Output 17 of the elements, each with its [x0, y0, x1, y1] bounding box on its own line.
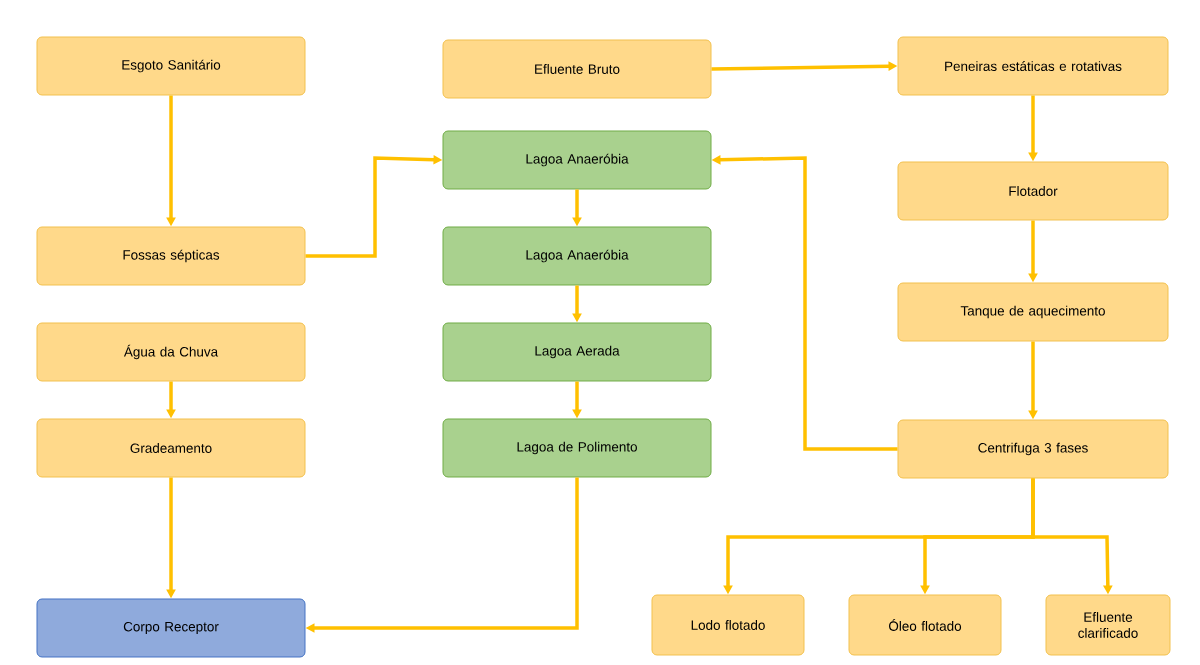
receiver-box: Corpo Receptor — [36, 598, 306, 658]
process-box: Óleo flotado — [848, 594, 1002, 656]
process-box: Flotador — [897, 161, 1169, 221]
lagoon-box: Lagoa de Polimento — [442, 418, 712, 478]
process-box: Esgoto Sanitário — [36, 36, 306, 96]
process-box: Efluente Bruto — [442, 39, 712, 99]
lagoon-box: Lagoa Anaeróbia — [442, 130, 712, 190]
lagoon-box: Lagoa Aerada — [442, 322, 712, 382]
process-box: Gradeamento — [36, 418, 306, 478]
process-box: Água da Chuva — [36, 322, 306, 382]
process-box: Peneiras estáticas e rotativas — [897, 36, 1169, 96]
process-box: Centrifuga 3 fases — [897, 419, 1169, 479]
process-box: Efluente clarificado — [1045, 594, 1171, 656]
lagoon-box: Lagoa Anaeróbia — [442, 226, 712, 286]
process-box: Fossas sépticas — [36, 226, 306, 286]
process-box: Tanque de aquecimento — [897, 282, 1169, 342]
process-box: Lodo flotado — [651, 594, 805, 656]
